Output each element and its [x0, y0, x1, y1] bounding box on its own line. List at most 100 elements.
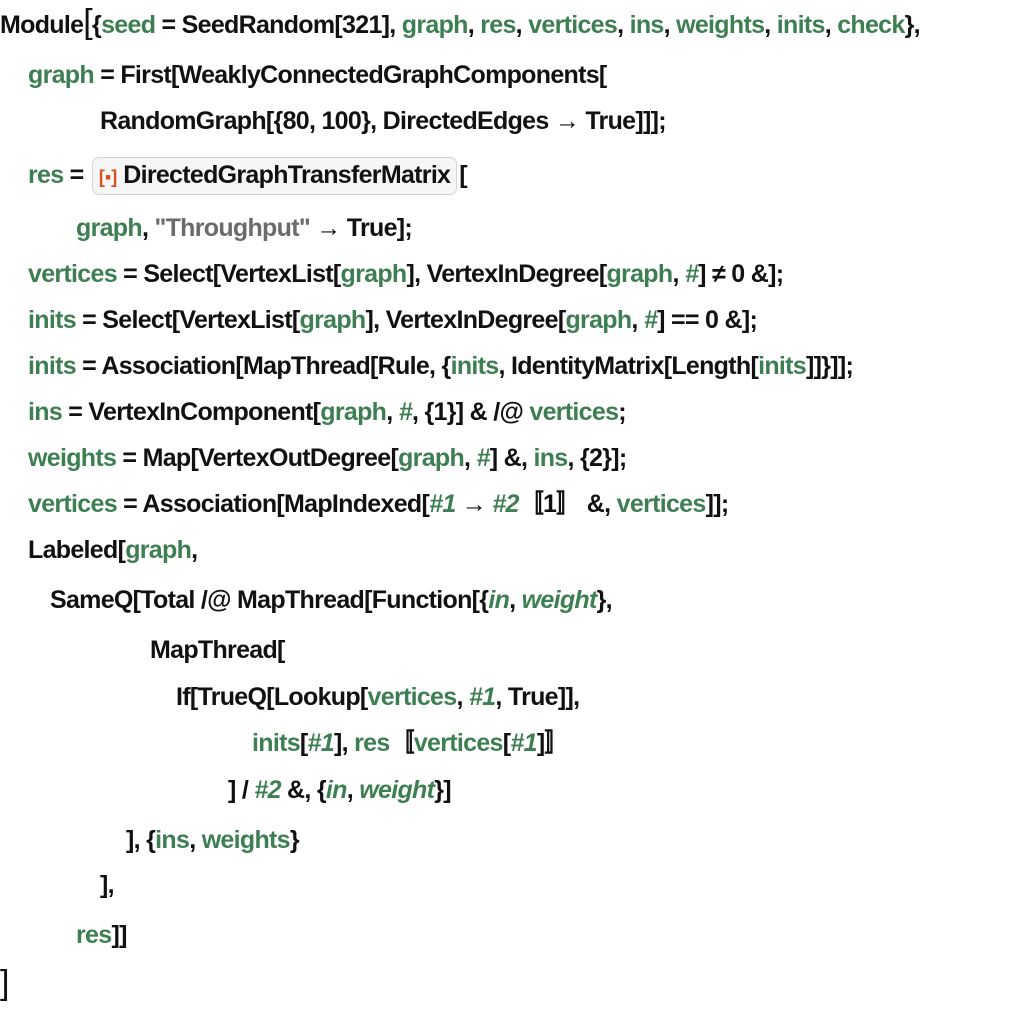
- symbol-token: ins: [629, 11, 665, 39]
- slot-token: weight: [359, 776, 435, 804]
- symbol-token: vertices: [413, 729, 504, 757]
- code-token: Module: [0, 11, 84, 39]
- code-token: }]: [434, 776, 451, 804]
- code-token: ] &,: [489, 444, 534, 472]
- code-line: vertices = Select[VertexList[graph], Ver…: [28, 254, 784, 294]
- code-token: ,: [515, 11, 529, 39]
- code-token: ,: [141, 214, 155, 242]
- code-token: ;: [618, 398, 626, 426]
- symbol-token: inits: [758, 352, 807, 380]
- code-line: If[TrueQ[Lookup[vertices, #1, True]],: [176, 677, 580, 717]
- symbol-token: ins: [533, 444, 568, 472]
- code-token: ] == 0 &];: [657, 306, 758, 334]
- code-token: {: [92, 11, 102, 39]
- code-line: ], {ins, weights}: [126, 820, 300, 860]
- code-token: ,: [672, 260, 685, 288]
- code-token: ,: [663, 11, 677, 39]
- code-token: = VertexInComponent[: [62, 398, 321, 426]
- slot-token: #1: [307, 729, 335, 757]
- string-token: "Throughput": [154, 214, 310, 242]
- code-token: [: [502, 729, 511, 757]
- symbol-token: graph: [340, 260, 408, 288]
- code-token: MapThread[: [150, 636, 285, 664]
- code-token: = Select[VertexList[: [116, 260, 341, 288]
- code-line: SameQ[Total /@ MapThread[Function[{in, w…: [50, 580, 613, 620]
- slot-token: #2: [492, 490, 519, 518]
- code-token: ,: [191, 536, 198, 564]
- slot-token: #: [476, 444, 491, 472]
- code-token: ], VertexInDegree[: [365, 306, 566, 334]
- symbol-token: graph: [125, 536, 192, 564]
- symbol-token: check: [837, 11, 905, 39]
- slot-token: #: [398, 398, 413, 426]
- code-token: Labeled[: [28, 536, 126, 564]
- code-line: inits[#1], res〚vertices[#1]〛: [252, 723, 569, 763]
- code-token: = Association[MapThread[Rule, {: [75, 352, 451, 380]
- code-line: inits = Select[VertexList[graph], Vertex…: [28, 300, 758, 340]
- code-line: ] / #2 &, {in, weight}]: [228, 770, 452, 810]
- resource-function-icon: [▪]: [98, 167, 118, 187]
- symbol-token: vertices: [28, 260, 118, 288]
- code-token: ,: [456, 683, 469, 711]
- code-token: [: [299, 729, 308, 757]
- code-token: },: [596, 586, 613, 614]
- symbol-token: inits: [28, 306, 77, 334]
- slot-token: #1: [429, 490, 456, 518]
- code-token: ,: [189, 826, 202, 854]
- code-token: [: [459, 161, 467, 189]
- code-token: , True]],: [495, 683, 580, 711]
- symbol-token: seed: [101, 11, 156, 39]
- symbol-token: res: [28, 161, 64, 189]
- symbol-token: inits: [450, 352, 500, 380]
- code-token: = Association[MapIndexed[: [116, 490, 430, 518]
- code-token: = SeedRandom[321],: [155, 11, 402, 39]
- code-line: ],: [100, 865, 115, 905]
- code-token: =: [63, 161, 90, 189]
- slot-token: #1: [468, 683, 496, 711]
- slot-token: #2: [254, 776, 281, 804]
- symbol-token: inits: [28, 352, 77, 380]
- symbol-token: res: [480, 11, 516, 39]
- code-token: 〚: [389, 729, 415, 757]
- code-token: → True];: [309, 214, 413, 242]
- resource-function-box[interactable]: [▪]DirectedGraphTransferMatrix: [91, 157, 458, 195]
- code-line: RandomGraph[{80, 100}, DirectedEdges → T…: [100, 101, 667, 141]
- slot-token: #: [643, 306, 658, 334]
- slot-token: in: [325, 776, 348, 804]
- code-token: , {2}];: [567, 444, 628, 472]
- code-line: inits = Association[MapThread[Rule, {ini…: [28, 346, 854, 386]
- code-token: ],: [100, 871, 115, 899]
- code-token: ,: [467, 11, 481, 39]
- slot-token: #: [684, 260, 699, 288]
- symbol-token: weights: [676, 11, 765, 39]
- code-token: →: [455, 490, 493, 518]
- symbol-token: graph: [401, 11, 469, 39]
- code-line: Labeled[graph,: [28, 530, 198, 570]
- symbol-token: vertices: [529, 398, 619, 426]
- symbol-token: vertices: [528, 11, 618, 39]
- code-token: SameQ[Total /@ MapThread[Function[{: [50, 586, 489, 614]
- code-token: = First[WeaklyConnectedGraphComponents[: [93, 61, 607, 89]
- code-token: ,: [509, 586, 522, 614]
- code-line: vertices = Association[MapIndexed[#1 → #…: [28, 484, 729, 524]
- code-token: }: [289, 826, 300, 854]
- symbol-token: graph: [606, 260, 673, 288]
- code-line: ]: [0, 963, 9, 1003]
- symbol-token: graph: [398, 444, 465, 472]
- code-token: ,: [386, 398, 399, 426]
- symbol-token: weights: [201, 826, 291, 854]
- code-line: graph = First[WeaklyConnectedGraphCompon…: [28, 55, 607, 95]
- symbol-token: weights: [28, 444, 117, 472]
- code-token: = Map[VertexOutDegree[: [116, 444, 399, 472]
- code-line: graph, "Throughput" → True];: [76, 208, 413, 248]
- code-token: ]〛: [536, 729, 570, 757]
- slot-token: #1: [510, 729, 537, 757]
- code-token: ],: [333, 729, 355, 757]
- symbol-token: inits: [776, 11, 826, 39]
- code-token: ]]}]];: [805, 352, 854, 380]
- symbol-token: ins: [155, 826, 190, 854]
- code-token: 〚1〛 &,: [518, 490, 617, 518]
- symbol-token: vertices: [367, 683, 458, 711]
- code-token: , {1}] & /@: [411, 398, 530, 426]
- symbol-token: graph: [299, 306, 367, 334]
